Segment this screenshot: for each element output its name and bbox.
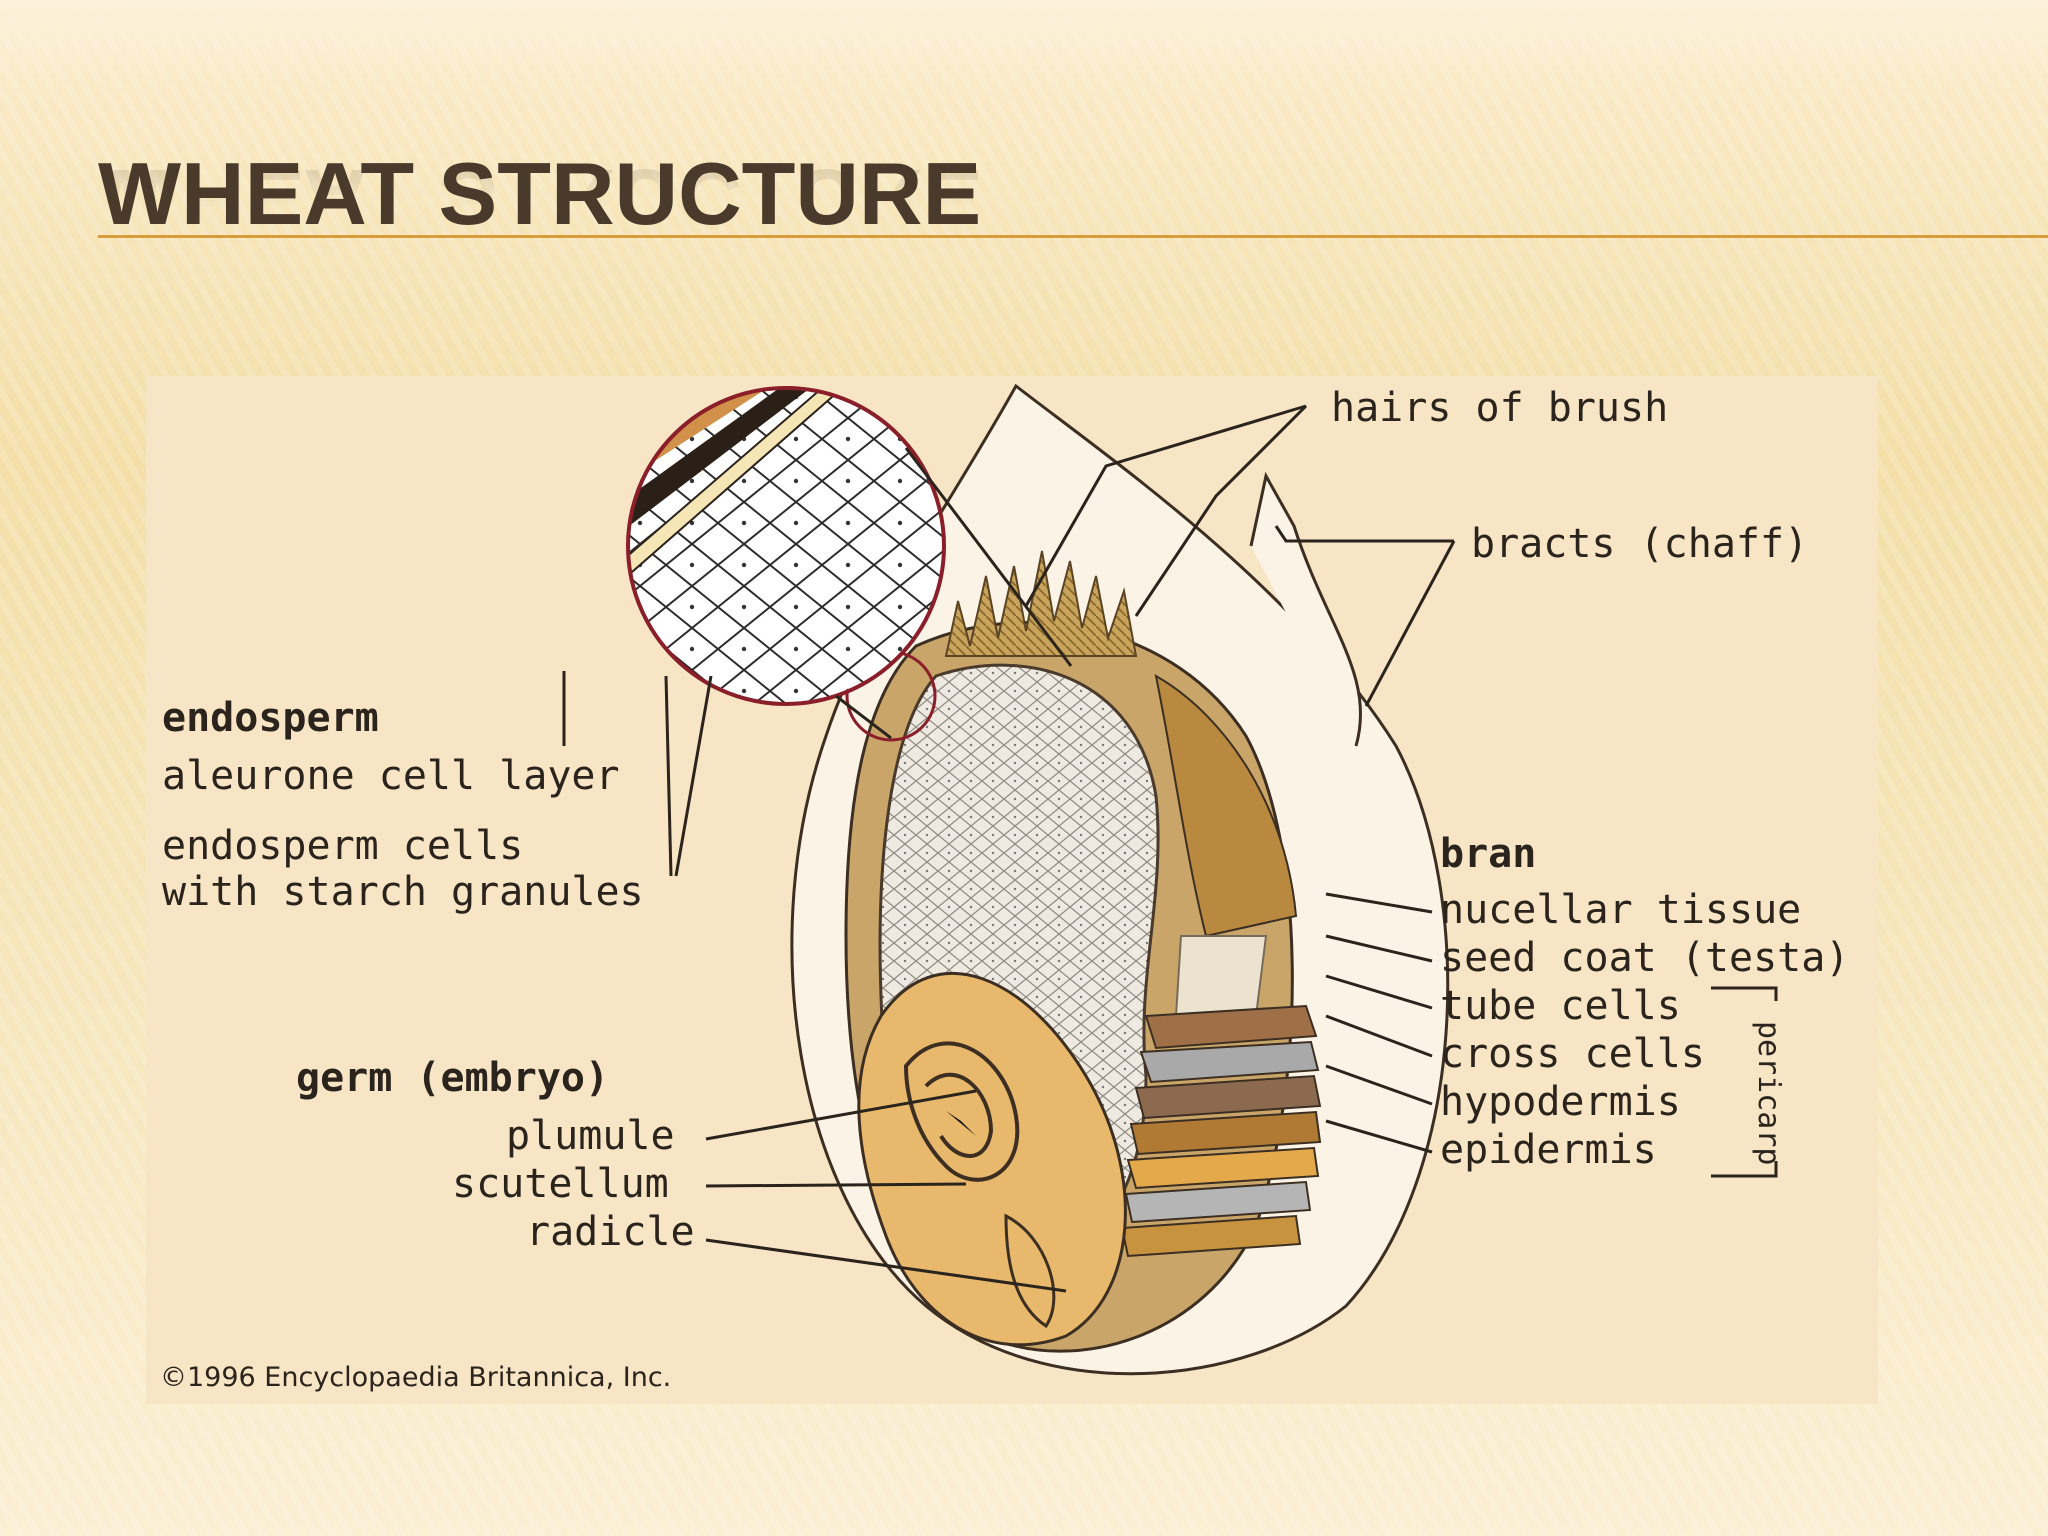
label-epidermis: epidermis — [1440, 1127, 1657, 1173]
label-plumule: plumule — [506, 1113, 675, 1159]
label-hypodermis: hypodermis — [1440, 1079, 1681, 1125]
label-hairs-of-brush: hairs of brush — [1331, 385, 1669, 431]
slide-title: WHEAT STRUCTURE — [98, 144, 982, 243]
label-pericarp: pericarp — [1751, 1021, 1786, 1166]
label-bran: bran — [1440, 831, 1537, 877]
label-endosperm-cells-line1: endosperm cells — [162, 823, 524, 869]
slide-title-reflection: WHEAT STRUCTURE — [98, 151, 982, 250]
copyright-note: ©1996 Encyclopaedia Britannica, Inc. — [160, 1362, 672, 1393]
label-endosperm: endosperm — [162, 695, 379, 741]
label-scutellum: scutellum — [452, 1161, 669, 1207]
label-radicle: radicle — [526, 1209, 695, 1255]
label-tube-cells: tube cells — [1440, 983, 1681, 1029]
top-band — [0, 0, 2048, 90]
diagram-illustration — [562, 383, 1778, 1376]
label-germ-embryo: germ (embryo) — [296, 1055, 610, 1101]
label-endosperm-cells-line2: with starch granules — [162, 869, 644, 915]
label-seed-coat: seed coat (testa) — [1440, 935, 1850, 981]
label-aleurone-cell-layer: aleurone cell layer — [162, 753, 620, 799]
wheat-kernel-diagram: hairs of brush bracts (chaff) endosperm … — [146, 376, 1878, 1404]
label-cross-cells: cross cells — [1440, 1031, 1705, 1077]
label-bracts-chaff: bracts (chaff) — [1471, 521, 1809, 567]
aleurone-magnification — [626, 386, 1073, 740]
grain-body — [844, 550, 1322, 1353]
leader-lines — [562, 404, 1778, 1293]
label-nucellar-tissue: nucellar tissue — [1440, 887, 1802, 933]
title-underline — [98, 235, 2048, 238]
